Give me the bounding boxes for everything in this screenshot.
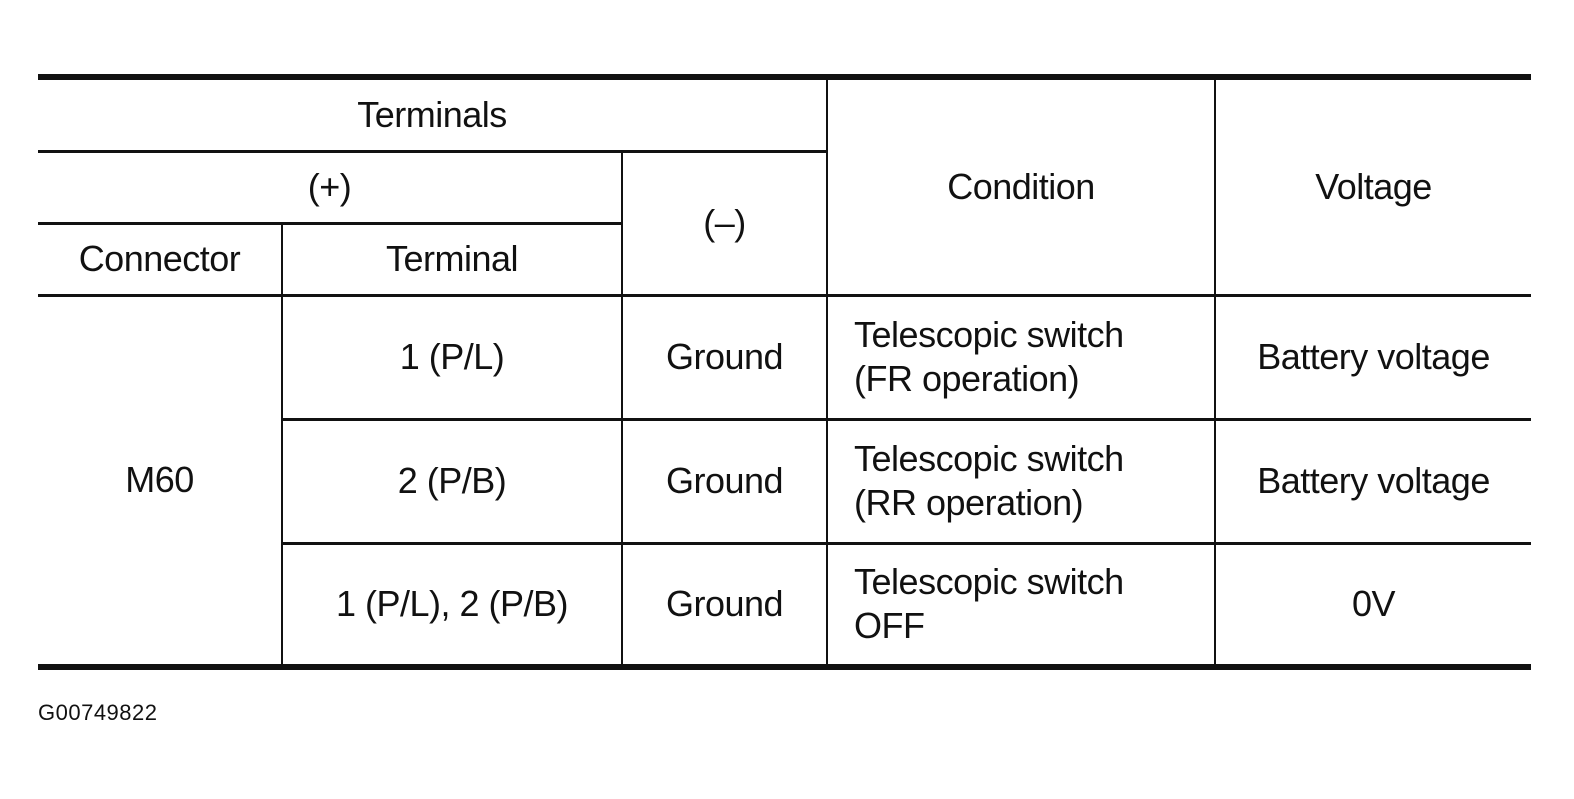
condition-line: (RR operation) bbox=[854, 482, 1084, 523]
condition-line: Telescopic switch bbox=[854, 561, 1124, 603]
condition-line: Telescopic switch bbox=[854, 314, 1124, 355]
header-terminals: Terminals bbox=[357, 93, 507, 135]
voltage-cell: Battery voltage bbox=[1214, 417, 1532, 543]
minus-cell: Ground bbox=[620, 541, 828, 667]
voltage-cell: Battery voltage bbox=[1214, 293, 1532, 419]
terminal-cell: 1 (P/L) bbox=[281, 293, 622, 419]
minus-cell: Ground bbox=[620, 293, 828, 419]
header-condition: Condition bbox=[826, 77, 1216, 295]
condition-line: (FR operation) bbox=[854, 358, 1080, 399]
condition-cell: Telescopic switch (RR operation) bbox=[826, 417, 1216, 543]
condition-cell: Telescopic switch (FR operation) bbox=[826, 293, 1216, 419]
header-plus: (+) bbox=[38, 149, 622, 223]
connector-cell: M60 bbox=[38, 293, 282, 667]
header-voltage: Voltage bbox=[1214, 77, 1532, 295]
minus-cell: Ground bbox=[620, 417, 828, 543]
header-minus: (–) bbox=[620, 149, 828, 295]
header-connector: Connector bbox=[38, 221, 282, 295]
voltage-cell: 0V bbox=[1214, 541, 1532, 667]
header-row-polarity: (+) (–) bbox=[38, 149, 1531, 295]
header-row-sub: Connector Terminal bbox=[38, 221, 1531, 295]
table-row: 2 (P/B) Ground Telescopic switch (RR ope… bbox=[38, 417, 1532, 543]
voltage-spec-table-container: Terminals Condition Voltage (+) (–) Conn… bbox=[38, 74, 1532, 670]
terminal-cell: 2 (P/B) bbox=[281, 417, 622, 543]
table-row: M60 1 (P/L) Ground Telescopic switch (FR… bbox=[38, 293, 1532, 667]
header-row-terminals: Terminals Condition Voltage bbox=[38, 77, 1532, 295]
terminal-cell: 1 (P/L), 2 (P/B) bbox=[281, 541, 622, 667]
condition-cell: Telescopic switch OFF bbox=[826, 541, 1216, 667]
table-row: 1 (P/L), 2 (P/B) Ground Telescopic switc… bbox=[38, 541, 1532, 667]
voltage-spec-table: Terminals Condition Voltage (+) (–) Conn… bbox=[38, 74, 1532, 670]
figure-id-caption: G00749822 bbox=[38, 700, 158, 725]
header-terminal: Terminal bbox=[281, 221, 622, 295]
condition-line: Telescopic switch bbox=[854, 438, 1124, 479]
condition-line: OFF bbox=[854, 605, 925, 647]
